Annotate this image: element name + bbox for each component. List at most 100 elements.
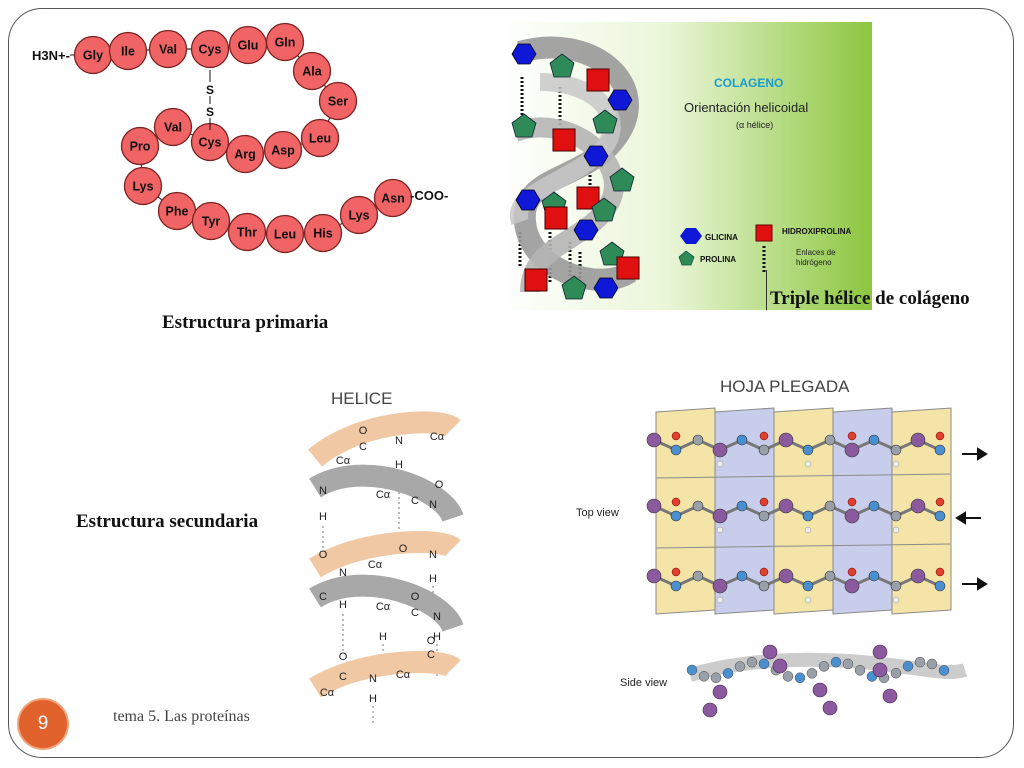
glycine-unit-8 [583,145,609,167]
svg-text:Ala: Ala [302,65,323,79]
residue-val-3: Val [148,29,188,69]
svg-text:C: C [427,649,435,661]
svg-text:N: N [319,485,327,497]
svg-text:Cα: Cα [430,431,445,443]
helix-title: HELICE [331,389,392,408]
glycine-unit-19 [593,277,619,299]
residue-gly-1: Gly [73,35,113,75]
n-terminus-label: H3N+- [32,48,70,63]
side-view-label: Side view [620,677,667,689]
residue-thr-18: Thr [227,212,267,252]
collagen-diagram: COLAGENO Orientación helicoidal (α hélic… [500,22,872,310]
svg-text:Lys: Lys [132,180,153,194]
svg-text:Asn: Asn [381,192,405,206]
svg-text:N: N [339,567,347,579]
svg-text:O: O [339,651,348,663]
residue-pro-14: Pro [120,126,160,166]
svg-text:O: O [435,479,444,491]
svg-text:N: N [429,499,437,511]
glycine-unit-4 [607,89,633,111]
proline-legend-icon [678,250,695,266]
collagen-subtitle2: (α hélice) [736,120,773,130]
proline-unit-2 [549,53,575,78]
svg-text:Leu: Leu [274,228,296,242]
svg-text:O: O [359,425,368,437]
svg-text:Cys: Cys [199,136,222,150]
sheet-title: HOJA PLEGADA [720,377,850,396]
svg-text:Lys: Lys [348,209,369,223]
collagen-title: COLAGENO [714,76,783,90]
disulfide-s1: S [206,83,214,97]
residue-cys-4: Cys [190,29,230,69]
glycine-unit-15 [573,219,599,241]
page-number-badge: 9 [17,698,69,750]
residue-glu-5: Glu [228,25,268,65]
collagen-subtitle: Orientación helicoidal [684,100,808,115]
residue-ile-2: Ile [108,31,148,71]
glycine-legend-icon [680,228,702,244]
svg-text:C: C [411,607,419,619]
svg-text:H: H [369,693,377,705]
residue-val-13: Val [153,107,193,147]
svg-text:C: C [319,591,327,603]
svg-text:Cα: Cα [336,455,351,467]
caption-triple-helix: Triple hélice de colágeno [770,288,970,309]
legend-hbond-1: Enlaces de [796,248,836,257]
svg-text:Asp: Asp [271,144,295,158]
svg-text:Cα: Cα [376,489,391,501]
caption-divider [766,270,767,310]
hydroxyproline-unit-3 [586,68,610,92]
svg-text:H: H [379,631,387,643]
glycine-unit-1 [511,43,537,65]
direction-arrows [955,447,988,591]
proline-unit-18 [561,275,587,300]
svg-text:N: N [395,435,403,447]
proline-unit-7 [511,113,537,138]
svg-text:Pro: Pro [130,140,151,154]
svg-text:O: O [411,591,420,603]
svg-text:N: N [433,611,441,623]
beta-sheet-diagram: HOJA PLEGADA Top view Side view [576,377,988,718]
svg-text:Cα: Cα [396,669,411,681]
svg-text:Glu: Glu [238,39,259,53]
svg-text:Ser: Ser [328,95,348,109]
hydroxyproline-unit-14 [544,206,568,230]
proline-unit-9 [609,167,635,192]
svg-text:Gln: Gln [275,36,296,50]
residue-ala-7: Ala [292,51,332,91]
residue-his-20: His [303,213,343,253]
slide-frame [8,8,1014,758]
svg-text:H: H [339,599,347,611]
legend-hydroxyproline: HIDROXIPROLINA [782,227,852,236]
residue-lys-15: Lys [123,166,163,206]
hydroxyproline-unit-20 [524,268,548,292]
svg-text:Cα: Cα [368,559,383,571]
disulfide-s2: S [206,105,214,119]
svg-text:Cα: Cα [320,687,335,699]
proline-unit-13 [591,197,617,222]
svg-text:Gly: Gly [83,49,103,63]
residue-asn-22: Asn [373,178,413,218]
residue-gln-6: Gln [265,22,305,62]
glycine-unit-12 [515,189,541,211]
proline-unit-5 [592,109,618,134]
top-view-label: Top view [576,507,619,519]
caption-primary: Estructura primaria [162,312,329,333]
svg-text:C: C [339,671,347,683]
svg-text:C: C [359,441,367,453]
svg-text:Val: Val [159,43,177,57]
hydroxyproline-unit-10 [576,186,600,210]
svg-text:O: O [427,635,436,647]
svg-text:N: N [369,673,377,685]
svg-text:O: O [319,549,328,561]
legend-hbond-2: hidrógeno [796,258,832,267]
residue-phe-16: Phe [157,191,197,231]
svg-text:Thr: Thr [237,226,257,240]
svg-text:N: N [429,549,437,561]
legend-proline: PROLINA [700,255,736,264]
footer-text: tema 5. Las proteínas [113,708,250,725]
caption-secondary: Estructura secundaria [76,511,259,532]
svg-text:Arg: Arg [234,148,256,162]
legend-glycine: GLICINA [705,233,738,242]
